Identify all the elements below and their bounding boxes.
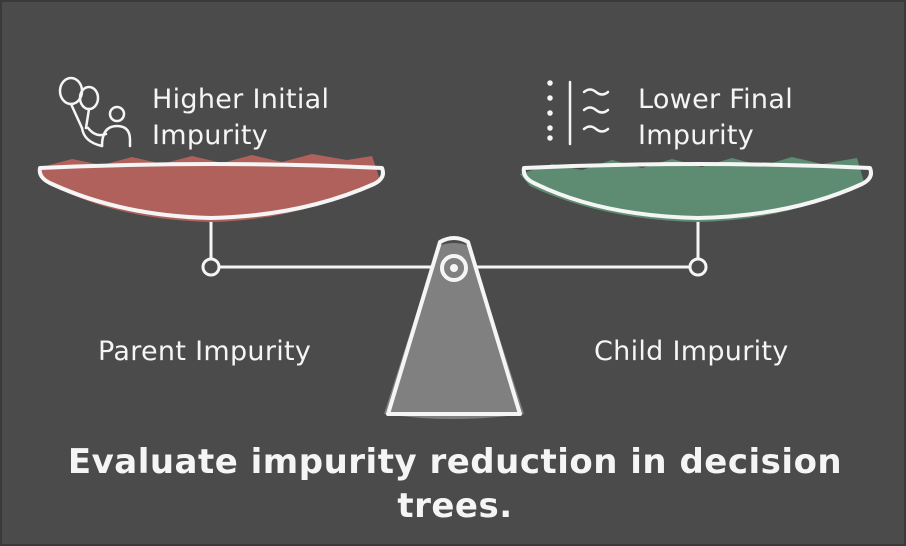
- right-pan-caption: Child Impurity: [594, 336, 789, 367]
- left-pan-caption: Parent Impurity: [98, 336, 312, 367]
- right-pan-outline: [521, 162, 873, 220]
- right-pan-title-line1: Lower Final: [638, 84, 793, 115]
- fulcrum-pivot-center: [450, 264, 458, 272]
- right-pan-title: Lower Final Impurity: [638, 82, 793, 154]
- left-beam-joint: [201, 257, 221, 277]
- left-pan-outline: [37, 162, 385, 220]
- balloon-person-icon: [58, 76, 132, 148]
- left-pan-fill: [42, 154, 380, 222]
- right-pan-title-line2: Impurity: [638, 120, 755, 151]
- right-beam-joint: [688, 257, 708, 277]
- left-pan-title-line2: Impurity: [152, 120, 269, 151]
- fulcrum-outline: [386, 236, 522, 416]
- headline-line2: trees.: [397, 486, 513, 526]
- clean-water-icon: [547, 80, 610, 146]
- fulcrum: [384, 243, 524, 419]
- left-pan-title-line1: Higher Initial: [152, 84, 330, 115]
- left-pan-title: Higher Initial Impurity: [152, 82, 329, 154]
- headline-line1: Evaluate impurity reduction in decision: [67, 442, 843, 482]
